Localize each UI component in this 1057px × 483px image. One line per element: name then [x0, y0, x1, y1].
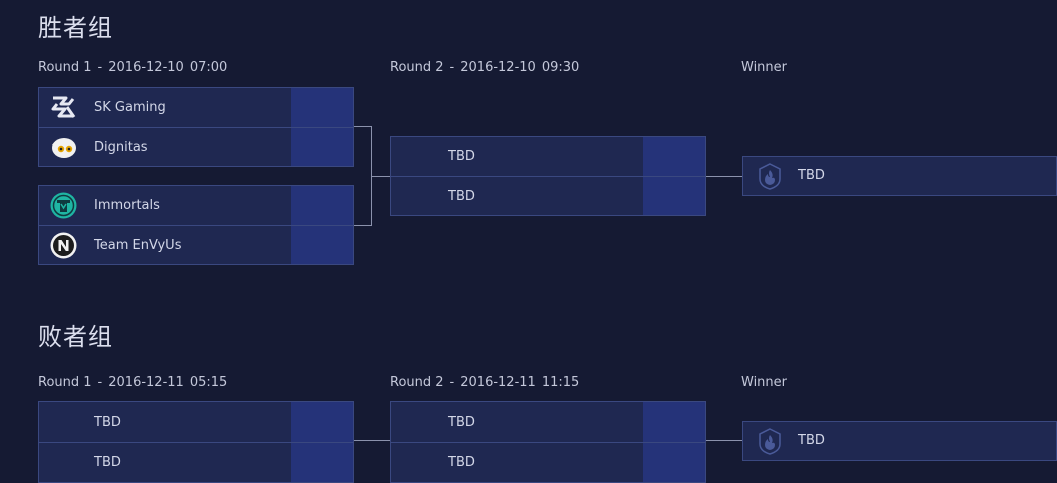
winners-r2-match[interactable]: TBD TBD [390, 136, 706, 216]
team-name: TBD [798, 433, 825, 448]
score-cell [291, 128, 353, 166]
team-row[interactable]: TBD [39, 442, 353, 482]
score-cell [291, 186, 353, 225]
bracket-connector [371, 176, 390, 177]
team-name: TBD [798, 168, 825, 183]
team-name: TBD [448, 414, 475, 430]
round-name: Round 1 [38, 375, 92, 390]
team-name: Dignitas [94, 139, 148, 155]
envyus-logo-icon [49, 231, 78, 260]
round-time: 05:15 [189, 375, 228, 390]
winners-r1-match-1[interactable]: SK Gaming Dignitas [38, 87, 354, 167]
score-cell [291, 226, 353, 264]
round-date: 2016-12-11 [460, 375, 536, 390]
flame-shield-icon [755, 162, 784, 191]
round-date: 2016-12-10 [108, 60, 184, 75]
losers-r2-match[interactable]: TBD TBD [390, 401, 706, 483]
team-row[interactable]: Team EnVyUs [39, 225, 353, 264]
bracket-connector [706, 440, 742, 441]
round-date: 2016-12-10 [460, 60, 536, 75]
team-row[interactable]: Dignitas [39, 127, 353, 166]
round-separator: - [97, 60, 103, 75]
team-name: TBD [448, 188, 475, 204]
score-cell [643, 137, 705, 176]
losers-round1-label: Round 1-2016-12-11 05:15 [38, 375, 227, 390]
bracket-connector [354, 225, 372, 226]
team-name: TBD [94, 455, 121, 470]
winners-winner-label: Winner [741, 60, 788, 75]
winners-group-title: 胜者组 [38, 14, 113, 42]
losers-final-winner[interactable]: TBD [742, 421, 1057, 461]
sk-gaming-logo-icon [49, 93, 78, 122]
team-name: Team EnVyUs [94, 237, 182, 253]
winners-final-winner[interactable]: TBD [742, 156, 1057, 196]
team-row[interactable]: TBD [391, 442, 705, 482]
flame-shield-icon [755, 427, 784, 456]
bracket-connector [354, 126, 372, 127]
losers-winner-label: Winner [741, 375, 788, 390]
losers-r1-match[interactable]: TBD TBD [38, 401, 354, 483]
round-name: Round 2 [390, 60, 444, 75]
team-row[interactable]: TBD [391, 137, 705, 176]
team-name: TBD [448, 149, 475, 164]
dignitas-logo-icon [49, 133, 78, 162]
round-separator: - [449, 60, 455, 75]
score-cell [291, 443, 353, 482]
winners-round1-label: Round 1-2016-12-10 07:00 [38, 60, 227, 75]
team-name: TBD [94, 414, 121, 430]
round-name: Round 1 [38, 60, 92, 75]
score-cell [291, 88, 353, 127]
team-row[interactable]: TBD [391, 402, 705, 442]
score-cell [643, 177, 705, 215]
winners-r1-match-2[interactable]: Immortals Team EnVyUs [38, 185, 354, 265]
round-separator: - [97, 375, 103, 390]
losers-group-title: 败者组 [38, 323, 113, 351]
team-name: TBD [448, 455, 475, 470]
immortals-logo-icon [49, 191, 78, 220]
team-row[interactable]: Immortals [39, 186, 353, 225]
bracket-connector [706, 176, 742, 177]
score-cell [643, 443, 705, 482]
score-cell [643, 402, 705, 442]
team-row[interactable]: TBD [39, 402, 353, 442]
score-cell [291, 402, 353, 442]
round-name: Round 2 [390, 375, 444, 390]
team-row[interactable]: TBD [391, 176, 705, 215]
losers-round2-label: Round 2-2016-12-11 11:15 [390, 375, 579, 390]
bracket-connector [354, 440, 390, 441]
round-time: 07:00 [189, 60, 228, 75]
round-separator: - [449, 375, 455, 390]
round-time: 11:15 [541, 375, 580, 390]
round-date: 2016-12-11 [108, 375, 184, 390]
team-name: SK Gaming [94, 100, 166, 115]
round-time: 09:30 [541, 60, 580, 75]
team-name: Immortals [94, 198, 160, 213]
team-row[interactable]: SK Gaming [39, 88, 353, 127]
winners-round2-label: Round 2-2016-12-10 09:30 [390, 60, 579, 75]
